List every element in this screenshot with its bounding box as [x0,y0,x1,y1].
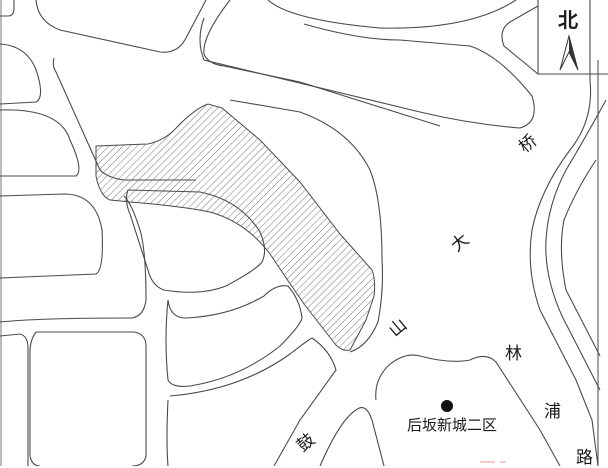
block-poi [375,354,561,466]
location-dot-icon [441,400,453,412]
hatched-parcel [95,103,376,351]
poi-label: 后坂新城二区 [407,416,498,434]
north-arrow-icon [559,34,579,71]
road-curve-east [229,99,384,353]
block-bottom-left-b [0,333,29,466]
block-left-4 [0,195,147,323]
linpu-road-edge-1 [529,0,599,466]
block-left-1 [0,43,42,105]
block-north-diagonal [199,17,535,129]
block-bottom-left-c [36,331,147,466]
linpu-road-edge-3 [560,159,601,357]
road-label-pu: 浦 [544,402,561,422]
compass-corner [501,5,539,75]
block-lower-mid [165,285,303,387]
block-left-2 [0,109,80,177]
block-central [125,189,266,293]
road-label-lu: 路 [576,448,593,468]
north-label: 北 [558,8,578,32]
block-south [319,407,385,466]
block-lower-east [169,337,337,466]
block-top-right [203,0,301,83]
linpu-road-edge-2 [545,99,607,391]
block-upper-edge [267,0,517,29]
block-top-left [0,0,15,17]
block-left-3 [0,193,103,279]
road-lower-left-edge [166,399,169,466]
block-top [35,0,207,53]
road-north-edge [299,81,441,127]
road-label-lin: 林 [505,344,522,364]
block-bottom-left-a [29,331,41,466]
